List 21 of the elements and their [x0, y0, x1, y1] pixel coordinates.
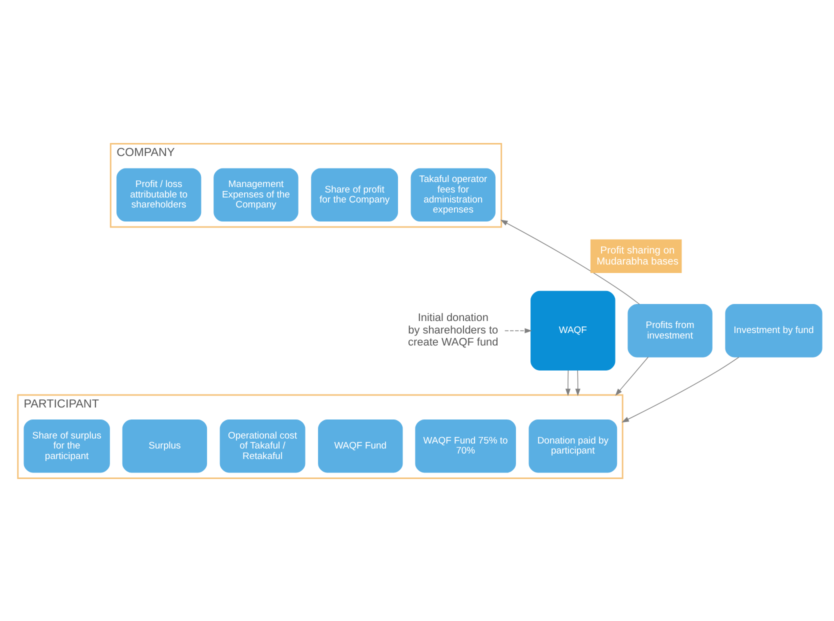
arrow [622, 356, 740, 422]
arrow [500, 219, 640, 304]
node-box: Operational cost of Takaful / Retakaful [220, 418, 306, 472]
arrow [575, 369, 580, 396]
node-box: Investment by fund [725, 304, 822, 357]
node-box: WAQF Fund [318, 418, 403, 472]
node-box: Share of profit for the Company [311, 168, 398, 222]
node-box: Share of surplus for the participant [24, 418, 110, 472]
node-box: WAQF Fund 75% to 70% [415, 418, 516, 472]
node-box: Management Expenses of the Company [214, 168, 298, 222]
arrow [504, 328, 532, 333]
node-box: Donation paid by participant [528, 418, 618, 472]
node-box: Profits from investment [628, 304, 712, 357]
arrow [615, 356, 649, 396]
node-text: Initial donation by shareholders to create WAQF fund [408, 311, 498, 348]
node-box: WAQF [530, 290, 616, 370]
node-box: Takaful operator fees for administration expenses [410, 168, 496, 222]
node-box: Profit / loss attributable to shareholders [116, 168, 202, 222]
node-box: Surplus [122, 418, 208, 472]
edge-label: Profit sharing on Mudarabha bases [596, 244, 678, 267]
arrow [565, 369, 571, 396]
